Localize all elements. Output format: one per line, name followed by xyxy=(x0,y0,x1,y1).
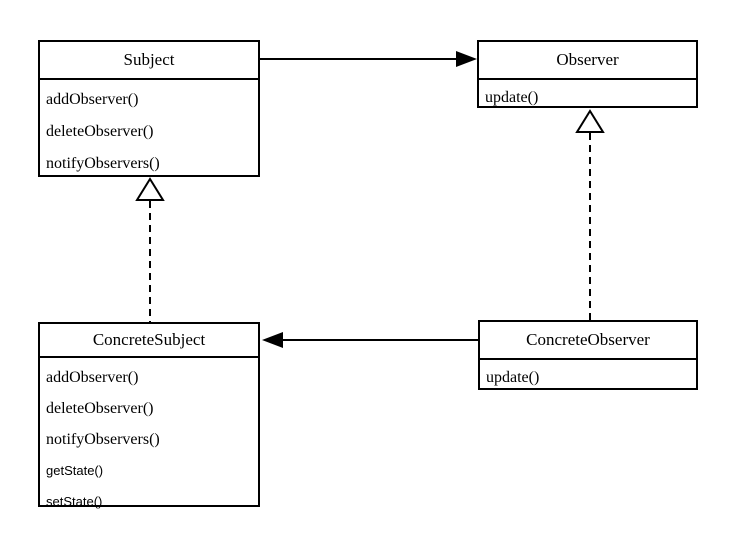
filled-arrowhead-left-icon xyxy=(262,332,283,348)
realization-concretesubject-subject xyxy=(135,177,165,322)
method-item: setState() xyxy=(46,494,103,509)
method-item: update() xyxy=(485,89,539,106)
class-box-concrete-subject: ConcreteSubject addObserver() deleteObse… xyxy=(38,322,260,509)
association-concreteobserver-concretesubject xyxy=(262,332,478,348)
method-item: deleteObserver() xyxy=(46,400,154,417)
class-methods: addObserver() deleteObserver() notifyObs… xyxy=(40,358,258,517)
class-title: Subject xyxy=(40,42,258,80)
method-item: deleteObserver() xyxy=(46,123,154,140)
filled-arrowhead-right-icon xyxy=(456,51,477,67)
realization-concreteobserver-observer xyxy=(575,109,605,320)
method-item: getState() xyxy=(46,463,104,478)
hollow-triangle-up-icon xyxy=(135,177,165,201)
class-title: ConcreteSubject xyxy=(40,324,258,358)
association-subject-observer xyxy=(260,51,477,67)
method-item: notifyObservers() xyxy=(46,155,160,172)
method-item: addObserver() xyxy=(46,369,139,386)
hollow-triangle-up-icon xyxy=(575,109,605,133)
method-item: notifyObservers() xyxy=(46,431,160,448)
class-title: Observer xyxy=(479,42,696,80)
class-box-observer: Observer update() xyxy=(477,40,698,108)
class-box-subject: Subject addObserver() deleteObserver() n… xyxy=(38,40,260,177)
method-item: update() xyxy=(486,369,540,386)
class-methods: addObserver() deleteObserver() notifyObs… xyxy=(40,80,258,180)
class-methods: update() xyxy=(479,80,696,111)
class-title: ConcreteObserver xyxy=(480,322,696,360)
method-item: addObserver() xyxy=(46,91,139,108)
class-box-concrete-observer: ConcreteObserver update() xyxy=(478,320,698,390)
class-methods: update() xyxy=(480,360,696,391)
